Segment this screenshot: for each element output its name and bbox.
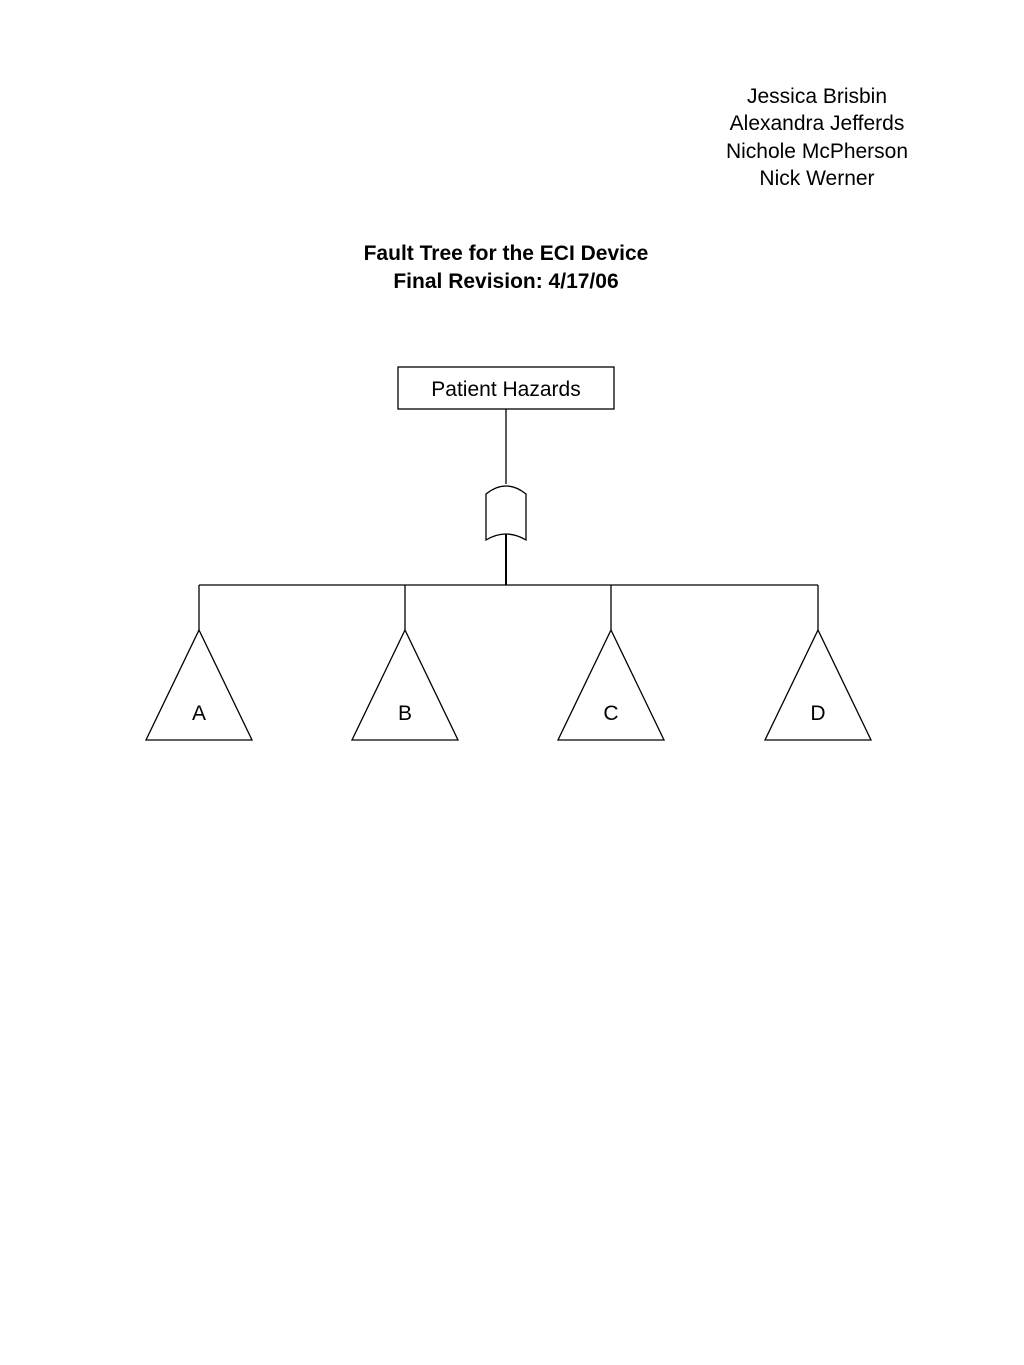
transfer-triangle-c bbox=[556, 628, 666, 741]
transfer-label-b: B bbox=[398, 702, 412, 725]
title-line-1: Fault Tree for the ECI Device bbox=[363, 242, 649, 265]
transfer-label-d: D bbox=[810, 702, 825, 725]
top-event-label: Patient Hazards bbox=[431, 378, 580, 401]
author-name: Alexandra Jefferds bbox=[729, 112, 905, 136]
transfer-triangle-d bbox=[763, 628, 873, 741]
transfer-label-a: A bbox=[192, 702, 206, 725]
author-list: Jessica Brisbin Alexandra Jefferds Nicho… bbox=[680, 83, 954, 192]
author-name: Nichole McPherson bbox=[725, 139, 909, 163]
author-name: Jessica Brisbin bbox=[746, 85, 888, 108]
transfer-triangle-b bbox=[350, 628, 460, 741]
transfer-label-c: C bbox=[603, 702, 618, 725]
author-name: Nick Werner bbox=[759, 166, 875, 190]
transfer-triangle-a bbox=[144, 628, 254, 741]
or-gate-symbol bbox=[485, 485, 527, 542]
diagram-title: Fault Tree for the ECI Device Final Revi… bbox=[256, 240, 756, 295]
title-line-2: Final Revision: 4/17/06 bbox=[393, 269, 619, 293]
